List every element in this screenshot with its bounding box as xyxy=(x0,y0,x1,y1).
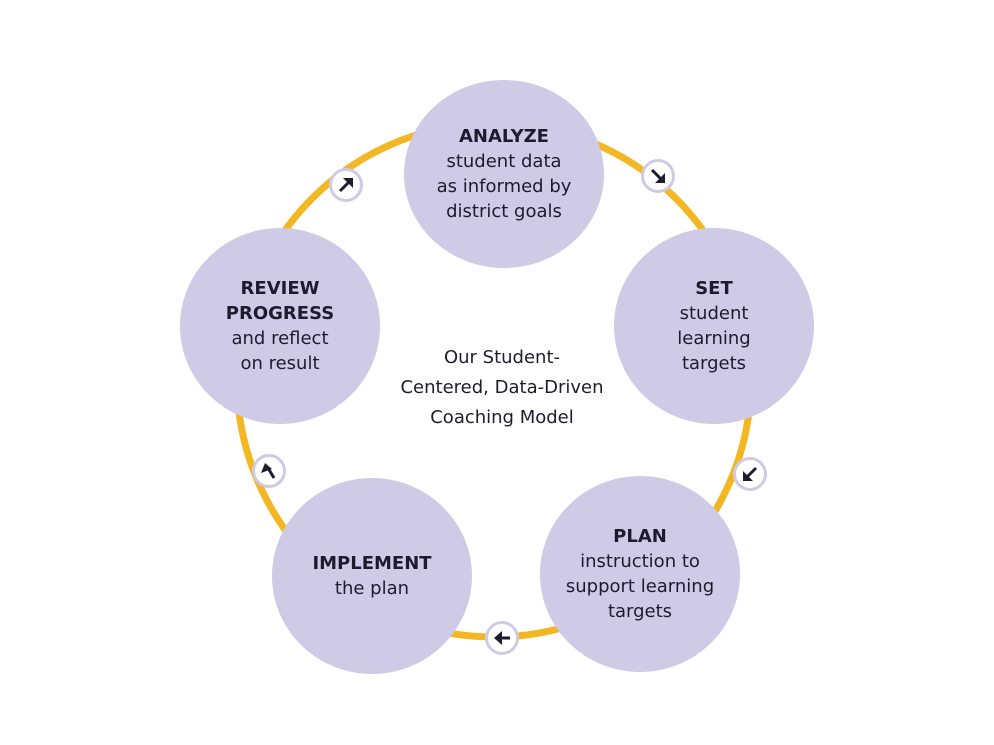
arrow-down-left-icon xyxy=(743,466,758,481)
arrow-up-right-icon xyxy=(338,178,353,193)
step-set: SET student learning targets xyxy=(614,228,814,424)
step-review-title: REVIEW PROGRESS xyxy=(225,278,335,324)
step-analyze: ANALYZE student data as informed by dist… xyxy=(404,80,604,268)
arrow-left-icon xyxy=(494,631,510,645)
arrow-set-to-plan xyxy=(733,457,767,491)
step-implement-desc: the plan xyxy=(334,578,410,599)
arrow-down-right-icon xyxy=(650,168,665,183)
arrow-analyze-to-set xyxy=(641,159,675,193)
step-plan: PLAN instruction to support learning tar… xyxy=(540,476,740,672)
step-review-desc: and reflect on result xyxy=(231,328,329,374)
step-implement-title: IMPLEMENT xyxy=(312,553,432,574)
arrow-plan-to-implement xyxy=(485,621,519,655)
step-analyze-title: ANALYZE xyxy=(459,126,549,147)
step-plan-desc: instruction to support learning targets xyxy=(565,551,715,622)
step-set-desc: student learning targets xyxy=(677,303,751,374)
step-set-title: SET xyxy=(695,278,733,299)
step-plan-title: PLAN xyxy=(613,526,667,547)
arrow-implement-to-review xyxy=(252,454,286,488)
step-review-progress: REVIEW PROGRESS and reflect on result xyxy=(180,228,380,424)
step-analyze-desc: student data as informed by district goa… xyxy=(436,151,572,222)
model-title: Our Student- Centered, Data-Driven Coach… xyxy=(400,347,604,428)
arrow-up-left-icon xyxy=(261,463,276,479)
step-implement: IMPLEMENT the plan xyxy=(272,478,472,674)
arrow-review-to-analyze xyxy=(329,168,363,202)
